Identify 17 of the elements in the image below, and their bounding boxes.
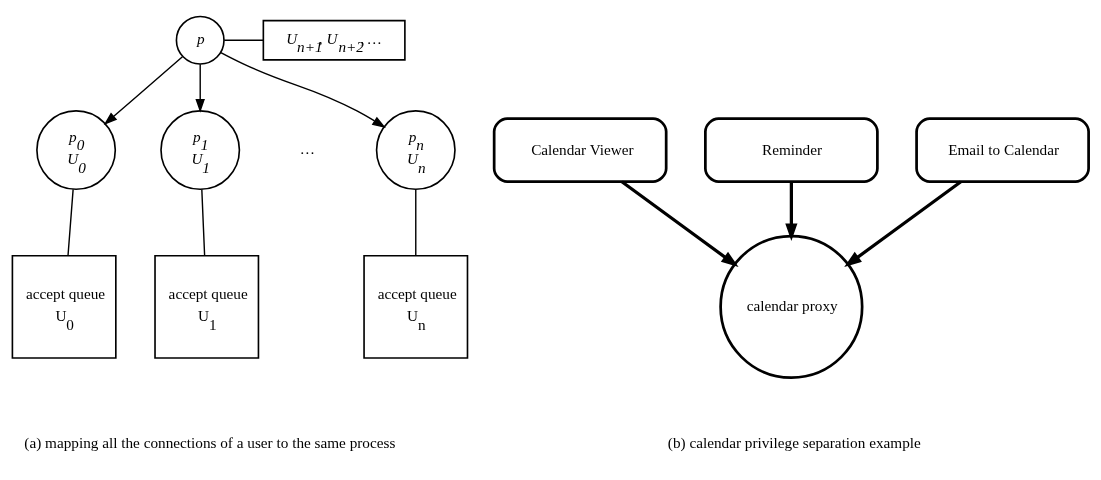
node-box: Calendar Viewer [492,117,668,184]
node-circle: p [175,15,225,65]
arrow [220,51,386,129]
label: (a) mapping all the connections of a user to the same process [24,434,396,452]
arrow [620,180,739,268]
arrow [103,56,184,126]
connector [67,188,74,257]
arrow [785,181,798,241]
arrow [844,180,962,268]
label: … [299,140,316,158]
connector [223,39,265,41]
connector [201,188,206,257]
node-box: Reminder [704,117,879,184]
arrow [195,63,205,113]
label: (b) calendar privilege separation example [667,434,921,452]
connector [415,188,417,257]
node-box: Email to Calendar [915,117,1090,184]
